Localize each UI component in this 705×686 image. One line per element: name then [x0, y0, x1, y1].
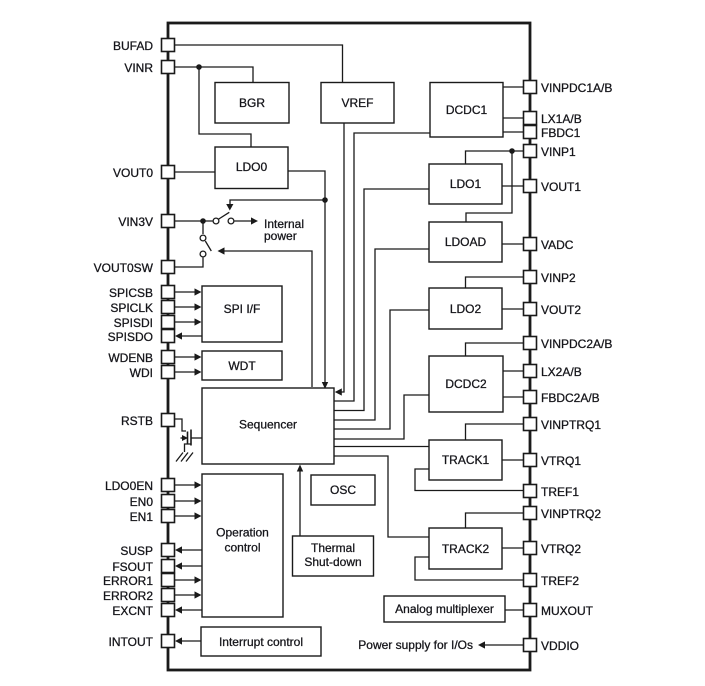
svg-text:FBDC1: FBDC1	[541, 126, 581, 140]
svg-text:Internal: Internal	[264, 217, 304, 231]
svg-text:LDO2: LDO2	[450, 302, 482, 316]
svg-text:Operation: Operation	[216, 526, 269, 540]
svg-text:INTOUT: INTOUT	[109, 635, 154, 649]
svg-text:Analog multiplexer: Analog multiplexer	[395, 602, 494, 616]
svg-text:LDO0EN: LDO0EN	[105, 479, 153, 493]
svg-text:VREF: VREF	[341, 96, 373, 110]
svg-text:DCDC2: DCDC2	[445, 377, 487, 391]
svg-text:VTRQ1: VTRQ1	[541, 454, 581, 468]
svg-text:BGR: BGR	[239, 96, 265, 110]
svg-text:LDO0: LDO0	[236, 160, 268, 174]
svg-text:VINR: VINR	[124, 61, 153, 75]
svg-text:VINP2: VINP2	[541, 271, 576, 285]
svg-text:OSC: OSC	[330, 483, 356, 497]
svg-text:FSOUT: FSOUT	[112, 560, 153, 574]
svg-text:BUFAD: BUFAD	[113, 39, 153, 53]
svg-text:RSTB: RSTB	[121, 414, 153, 428]
svg-text:Shut-down: Shut-down	[304, 555, 361, 569]
svg-text:SUSP: SUSP	[120, 544, 153, 558]
svg-text:power: power	[264, 229, 297, 243]
svg-text:LX2A/B: LX2A/B	[541, 365, 582, 379]
svg-text:Sequencer: Sequencer	[239, 418, 297, 432]
svg-text:TRACK2: TRACK2	[442, 542, 490, 556]
svg-text:Interrupt control: Interrupt control	[219, 635, 303, 649]
svg-text:TREF2: TREF2	[541, 574, 579, 588]
svg-text:SPICLK: SPICLK	[110, 301, 153, 315]
svg-text:VOUT1: VOUT1	[541, 180, 581, 194]
svg-text:SPICSB: SPICSB	[109, 286, 153, 300]
svg-text:VTRQ2: VTRQ2	[541, 542, 581, 556]
svg-text:TRACK1: TRACK1	[442, 453, 490, 467]
svg-text:ERROR1: ERROR1	[103, 574, 153, 588]
svg-text:VINPTRQ2: VINPTRQ2	[541, 507, 601, 521]
svg-text:DCDC1: DCDC1	[446, 103, 488, 117]
svg-text:VIN3V: VIN3V	[118, 215, 153, 229]
svg-text:VINP1: VINP1	[541, 145, 576, 159]
svg-text:SPISDO: SPISDO	[108, 330, 153, 344]
svg-text:VOUT0SW: VOUT0SW	[94, 261, 154, 275]
svg-text:VDDIO: VDDIO	[541, 639, 579, 653]
svg-text:ERROR2: ERROR2	[103, 589, 153, 603]
svg-text:control: control	[224, 541, 260, 555]
svg-text:LDO1: LDO1	[450, 177, 482, 191]
svg-text:VADC: VADC	[541, 238, 574, 252]
svg-text:WDT: WDT	[228, 359, 256, 373]
svg-text:EN1: EN1	[130, 510, 154, 524]
svg-text:TREF1: TREF1	[541, 485, 579, 499]
svg-text:VINPDC1A/B: VINPDC1A/B	[541, 81, 612, 95]
svg-text:LDOAD: LDOAD	[445, 235, 487, 249]
svg-text:VOUT0: VOUT0	[113, 166, 153, 180]
svg-text:VINPDC2A/B: VINPDC2A/B	[541, 337, 612, 351]
svg-text:SPI I/F: SPI I/F	[224, 302, 261, 316]
svg-text:VINPTRQ1: VINPTRQ1	[541, 418, 601, 432]
svg-text:EXCNT: EXCNT	[112, 604, 153, 618]
svg-text:LX1A/B: LX1A/B	[541, 112, 582, 126]
svg-text:Thermal: Thermal	[311, 541, 355, 555]
svg-text:EN0: EN0	[130, 495, 154, 509]
svg-text:MUXOUT: MUXOUT	[541, 604, 594, 618]
svg-text:Power supply for I/Os: Power supply for I/Os	[358, 638, 473, 652]
svg-text:FBDC2A/B: FBDC2A/B	[541, 391, 600, 405]
svg-text:WDI: WDI	[130, 366, 153, 380]
svg-text:WDENB: WDENB	[108, 351, 153, 365]
svg-text:VOUT2: VOUT2	[541, 303, 581, 317]
svg-text:SPISDI: SPISDI	[114, 316, 153, 330]
